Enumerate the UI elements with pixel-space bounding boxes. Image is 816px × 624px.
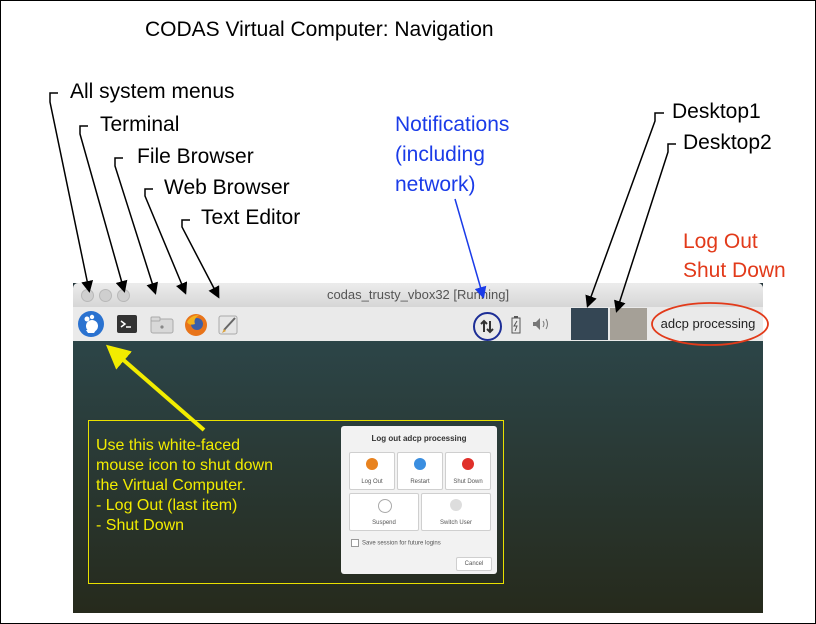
label-log-out: Log Out xyxy=(683,230,758,253)
file-browser-icon[interactable] xyxy=(150,316,174,339)
minimize-window-button[interactable] xyxy=(99,289,112,302)
firefox-icon[interactable] xyxy=(183,312,209,343)
users-icon xyxy=(450,499,462,511)
callout-line: Use this white-faced xyxy=(96,437,241,454)
volume-icon[interactable] xyxy=(532,317,552,336)
switch-user-label: Switch User xyxy=(439,520,472,526)
label-notifications-2: (including xyxy=(395,143,485,166)
suspend-label: Suspend xyxy=(372,520,396,526)
log-out-icon xyxy=(366,458,378,470)
dialog-title: Log out adcp processing xyxy=(371,434,467,443)
label-web-browser: Web Browser xyxy=(164,176,290,199)
label-all-system-menus: All system menus xyxy=(70,80,235,103)
vm-titlebar: codas_trusty_vbox32 [Running] xyxy=(73,283,763,307)
mouse-menu-icon[interactable] xyxy=(78,311,104,337)
restart-icon xyxy=(414,458,426,470)
log-out-label: Log Out xyxy=(361,479,383,485)
label-shut-down: Shut Down xyxy=(683,259,786,282)
desktop2-button[interactable] xyxy=(610,308,647,340)
battery-icon[interactable] xyxy=(511,316,521,339)
label-file-browser: File Browser xyxy=(137,145,254,168)
save-session-checkbox[interactable]: Save session for future logins xyxy=(351,539,441,547)
clock-icon xyxy=(378,499,392,513)
callout-box xyxy=(88,420,504,584)
callout-line: - Log Out (last item) xyxy=(96,497,238,514)
label-text-editor: Text Editor xyxy=(201,206,301,229)
cancel-button[interactable]: Cancel xyxy=(456,557,492,571)
suspend-button[interactable]: Suspend xyxy=(349,493,419,531)
log-out-button[interactable]: Log Out xyxy=(349,452,395,490)
slide-title: CODAS Virtual Computer: Navigation xyxy=(145,18,494,41)
callout-line: - Shut Down xyxy=(96,517,185,534)
callout-line: the Virtual Computer. xyxy=(96,477,247,494)
text-editor-icon[interactable] xyxy=(218,314,240,341)
vm-window-title: codas_trusty_vbox32 [Running] xyxy=(326,287,510,302)
restart-button[interactable]: Restart xyxy=(397,452,443,490)
shut-down-button[interactable]: Shut Down xyxy=(445,452,491,490)
user-menu[interactable]: adcp processing xyxy=(660,316,756,331)
callout-line: mouse icon to shut down xyxy=(96,457,273,474)
taskbar: adcp processing xyxy=(73,307,763,342)
checkbox-box[interactable] xyxy=(351,539,359,547)
shut-down-label: Shut Down xyxy=(453,479,483,485)
desktop1-button[interactable] xyxy=(571,308,608,340)
callout-text: Use this white-faced mouse icon to shut … xyxy=(96,436,336,536)
network-icon[interactable] xyxy=(473,312,502,341)
switch-user-button[interactable]: Switch User xyxy=(421,493,491,531)
save-session-label: Save session for future logins xyxy=(362,540,441,547)
label-desktop1: Desktop1 xyxy=(672,100,761,123)
restart-label: Restart xyxy=(410,479,430,485)
terminal-icon[interactable] xyxy=(117,315,137,333)
power-icon xyxy=(462,458,474,470)
label-desktop2: Desktop2 xyxy=(683,131,772,154)
label-notifications: Notifications xyxy=(395,113,510,136)
label-terminal: Terminal xyxy=(100,113,180,136)
label-notifications-3: network) xyxy=(395,173,476,196)
logout-dialog: Log out adcp processing Log Out Restart … xyxy=(341,426,497,574)
